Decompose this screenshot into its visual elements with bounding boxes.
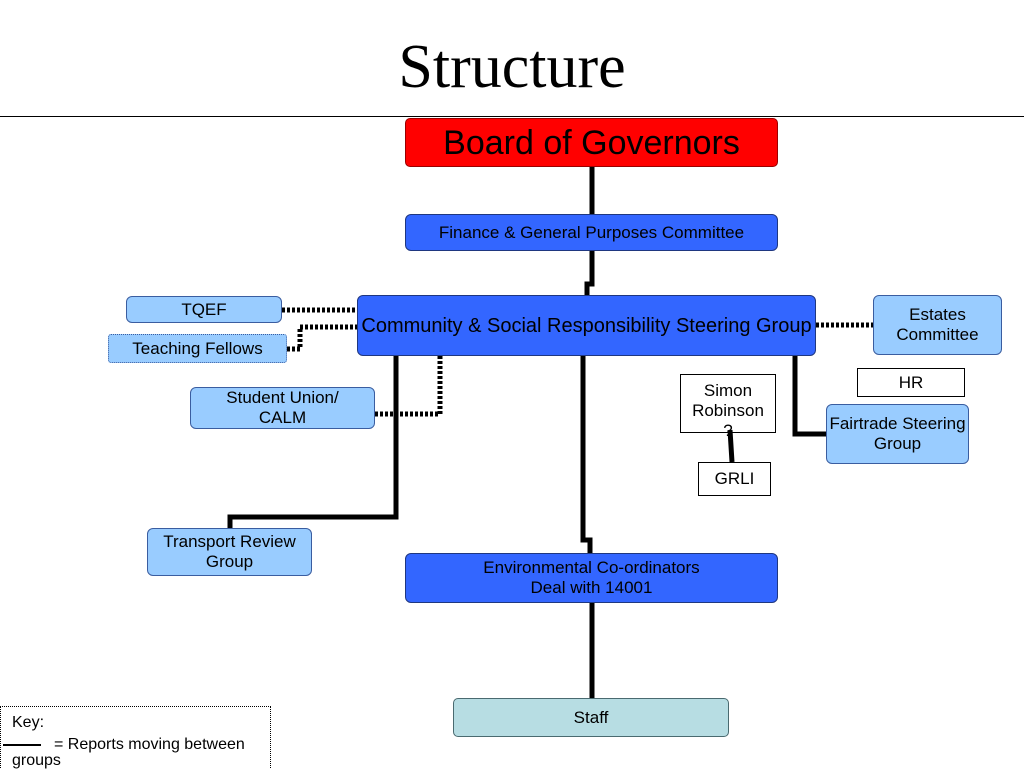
slide-title: Structure [398, 33, 626, 101]
node-label: TQEF [181, 299, 227, 319]
node-label-line-2: Group [873, 434, 922, 453]
node-label: Staff [573, 707, 609, 727]
legend-heading: Key: [12, 714, 45, 731]
node-transport-review-group: Transport Review Group [147, 528, 312, 576]
node-label-line-2: Robinson [692, 401, 764, 420]
node-label: HR [898, 372, 924, 392]
node-tqef: TQEF [126, 296, 282, 323]
node-label: Community & Social Responsibility Steeri… [361, 314, 812, 337]
node-teaching-fellows: Teaching Fellows [108, 334, 287, 363]
node-hr: HR [857, 368, 965, 397]
node-simon-robinson: Simon Robinson ? [680, 374, 776, 440]
node-estates-committee: Estates Committee [873, 295, 1002, 355]
node-environmental-coordinators: Environmental Co-ordinators Deal with 14… [405, 553, 778, 603]
node-label-line-2: Deal with 14001 [530, 578, 653, 597]
node-steering-group: Community & Social Responsibility Steeri… [357, 295, 816, 356]
node-student-union-calm: Student Union/ CALM [190, 387, 375, 429]
node-label-line-1: Estates [909, 305, 966, 324]
node-label: Board of Governors [443, 123, 740, 162]
connector-steering-group-to-environmental [580, 356, 593, 553]
node-label: GRLI [714, 469, 755, 488]
connector-steering-group-to-fairtrade [792, 356, 826, 437]
node-finance-committee: Finance & General Purposes Committee [405, 214, 778, 251]
connector-teaching-fellows-to-steering-group [287, 324, 357, 352]
legend-solid-line-label: = Reports moving between groups [12, 736, 245, 769]
legend-solid-line-swatch [3, 744, 41, 746]
node-label-line-2: CALM [258, 408, 307, 427]
title-divider [0, 116, 1024, 117]
node-label: Finance & General Purposes Committee [438, 222, 745, 242]
node-label-line-1: Fairtrade Steering [829, 414, 966, 433]
node-label-line-2: Committee [896, 325, 979, 344]
legend: Key: = Reports moving between groups [0, 706, 271, 769]
node-label-line-3: ? [723, 421, 733, 440]
node-board-of-governors: Board of Governors [405, 118, 778, 167]
connector-finance-to-steering-group [584, 251, 595, 295]
node-staff: Staff [453, 698, 729, 737]
node-label: Teaching Fellows [132, 338, 263, 358]
node-fairtrade-steering-group: Fairtrade Steering Group [826, 404, 969, 464]
node-label-line-1: Simon [703, 381, 753, 400]
connector-steering-group-to-transport [227, 356, 399, 528]
node-label-line-2: Group [205, 552, 254, 571]
node-grli: GRLI [698, 462, 771, 496]
connector-student-union-to-steering-group [375, 356, 443, 417]
node-label-line-1: Transport Review [163, 532, 296, 551]
node-label-line-1: Environmental Co-ordinators [483, 558, 700, 577]
node-label-line-1: Student Union/ [226, 388, 339, 407]
